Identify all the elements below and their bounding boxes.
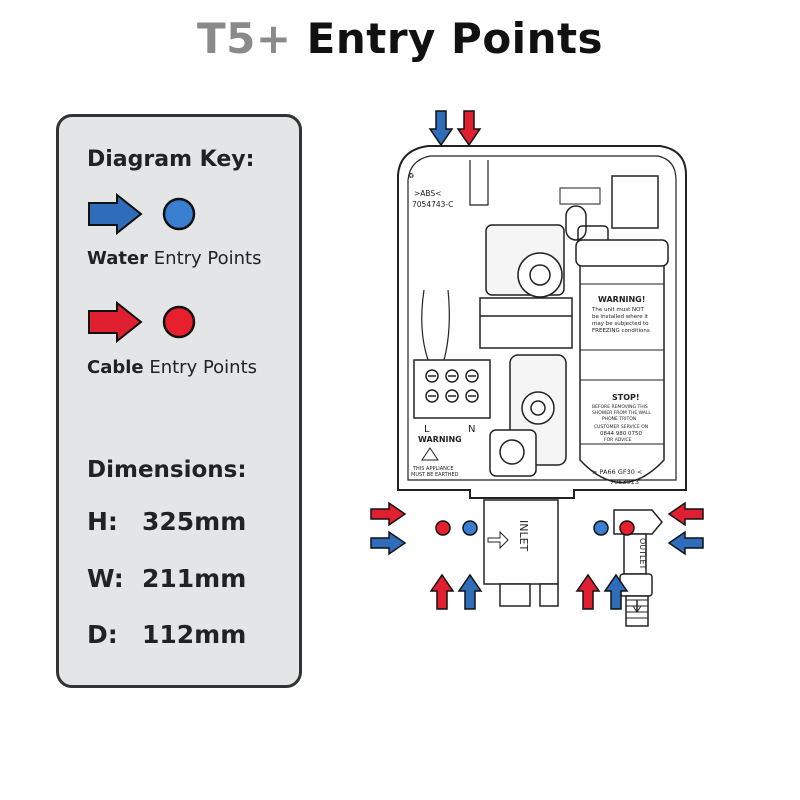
freeze-warning-title: WARNING! — [598, 295, 645, 304]
recycle-icon: ♻ — [408, 172, 414, 180]
inlet-label: INLET — [517, 520, 530, 552]
water-key-symbols — [88, 193, 196, 235]
water-entry-arrow-icon — [668, 531, 704, 555]
cable-point-icon — [162, 305, 196, 339]
cable-key-bold: Cable — [87, 357, 144, 378]
cable-entry-point — [435, 520, 451, 536]
water-key-bold: Water — [87, 248, 149, 269]
part-number-tank: 7053913 — [610, 478, 639, 486]
cable-entry-arrow-icon — [576, 574, 600, 610]
model-name: T5+ — [196, 14, 292, 63]
stop-label-line: FOR ADVICE — [604, 437, 632, 443]
dimensions-heading: Dimensions: — [87, 457, 247, 483]
key-heading: Diagram Key: — [87, 147, 255, 172]
dimension-value: 112mm — [142, 620, 247, 649]
cable-key-rest: Entry Points — [143, 357, 258, 378]
diagram-key-panel: Diagram Key: Water Entry Points Cable En… — [56, 114, 302, 688]
inlet-connector — [483, 499, 559, 607]
shower-unit-diagram: ♻ >ABS< 7054743-C L N WARNING THIS APPLI… — [370, 110, 704, 627]
cable-key-label: Cable Entry Points — [87, 357, 257, 378]
dimension-width: W: 211mm — [87, 564, 246, 593]
unit-casing — [397, 145, 687, 499]
freeze-warning-line: be installed where it — [592, 314, 649, 320]
terminal-live-label: L — [424, 424, 430, 435]
stop-label-line: BEFORE REMOVING THIS — [592, 404, 648, 410]
water-entry-point — [462, 520, 478, 536]
water-entry-point — [593, 520, 609, 536]
dimension-height: H: 325mm — [87, 507, 246, 536]
cable-entry-arrow-icon — [457, 110, 481, 146]
dimension-key: H: — [87, 507, 118, 536]
material-label: > PA66 GF30 < — [592, 468, 642, 476]
freeze-warning-line: FREEZING conditions — [592, 328, 650, 334]
stop-label-title: STOP! — [612, 393, 640, 402]
valve-assembly — [479, 187, 609, 477]
water-point-icon — [162, 197, 196, 231]
dimension-key: W: — [87, 564, 124, 593]
stop-label-line: SHOWER FROM THE WALL — [592, 410, 651, 416]
svg-text:MUST BE EARTHED: MUST BE EARTHED — [411, 472, 459, 478]
cable-key-symbols — [88, 301, 196, 343]
cable-entry-arrow-icon — [370, 502, 406, 526]
heater-tank — [575, 175, 669, 484]
cable-entry-point — [619, 520, 635, 536]
water-entry-arrow-icon — [458, 574, 482, 610]
abs-label: >ABS< — [414, 189, 441, 198]
outlet-label: OUTLET — [638, 538, 647, 570]
dimension-key: D: — [87, 620, 118, 649]
cable-entry-arrow-icon — [430, 574, 454, 610]
freeze-warning-line: may be subjected to — [592, 321, 649, 327]
cable-entry-arrow-icon — [668, 502, 704, 526]
dimension-value: 325mm — [142, 507, 247, 536]
freeze-warning-line: The unit must NOT — [591, 307, 644, 313]
top-label: ♻ >ABS< 7054743-C — [408, 172, 453, 209]
earth-warning-label: WARNING THIS APPLIANCE MUST BE EARTHED — [411, 435, 462, 478]
cable-arrow-icon — [88, 301, 143, 343]
terminal-block — [413, 289, 491, 419]
part-number-top: 7054743-C — [412, 200, 453, 209]
title-text: Entry Points — [306, 14, 604, 63]
stop-label-line: PHONE TRITON — [602, 416, 636, 422]
stop-label-line: CUSTOMER SERVICE ON — [594, 424, 648, 430]
dimension-depth: D: 112mm — [87, 620, 246, 649]
water-entry-arrow-icon — [370, 531, 406, 555]
dimension-value: 211mm — [142, 564, 247, 593]
terminal-neutral-label: N — [468, 424, 475, 435]
water-arrow-icon — [88, 193, 143, 235]
svg-text:WARNING: WARNING — [418, 435, 462, 444]
water-key-rest: Entry Points — [148, 248, 262, 269]
water-entry-arrow-icon — [429, 110, 453, 146]
page-title: T5+ Entry Points — [0, 14, 800, 63]
svg-text:THIS APPLIANCE: THIS APPLIANCE — [412, 466, 454, 472]
water-key-label: Water Entry Points — [87, 248, 261, 269]
stop-label-line: 0844 980 0750 — [600, 431, 642, 437]
